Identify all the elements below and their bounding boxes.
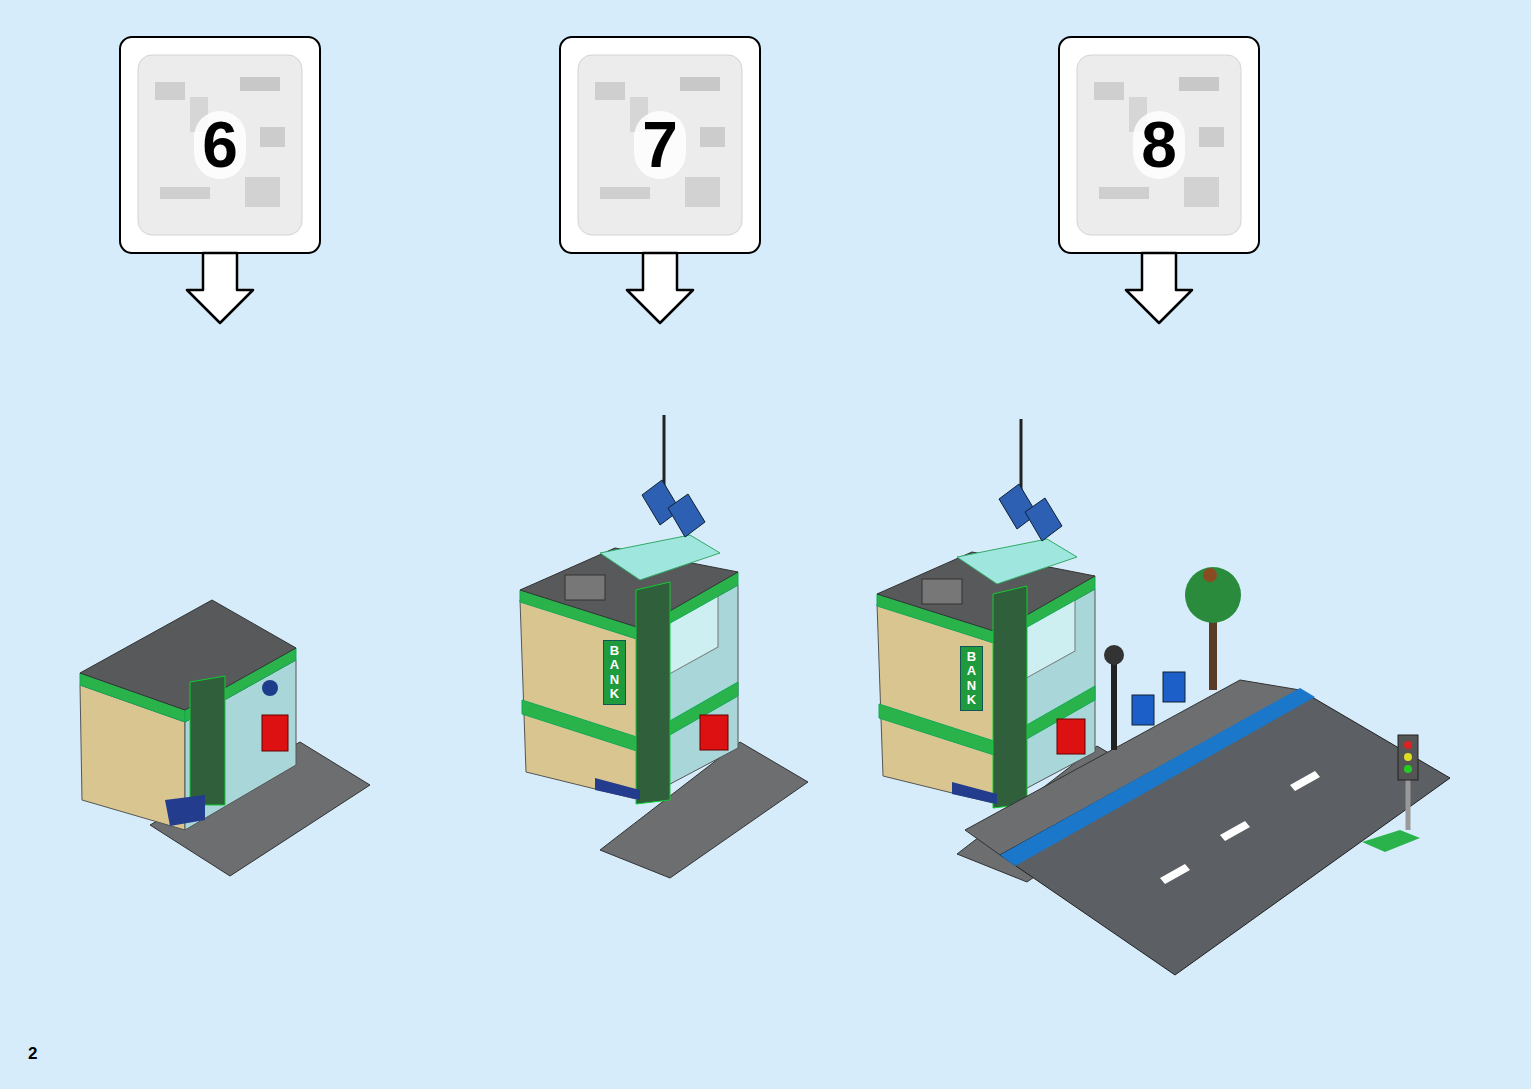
- page-number: 2: [28, 1044, 37, 1064]
- bag-box: 8: [1059, 37, 1259, 253]
- bag-box: 7: [560, 37, 760, 253]
- bank-sign: BANK: [960, 646, 983, 711]
- bag-number: 6: [194, 111, 246, 179]
- bank-sign: BANK: [603, 640, 626, 705]
- bag-number: 8: [1133, 111, 1185, 179]
- street-plate: [965, 567, 1450, 975]
- bag-number: 7: [634, 111, 686, 179]
- bag-box: 6: [120, 37, 320, 253]
- bank-ground-floor: [80, 600, 370, 876]
